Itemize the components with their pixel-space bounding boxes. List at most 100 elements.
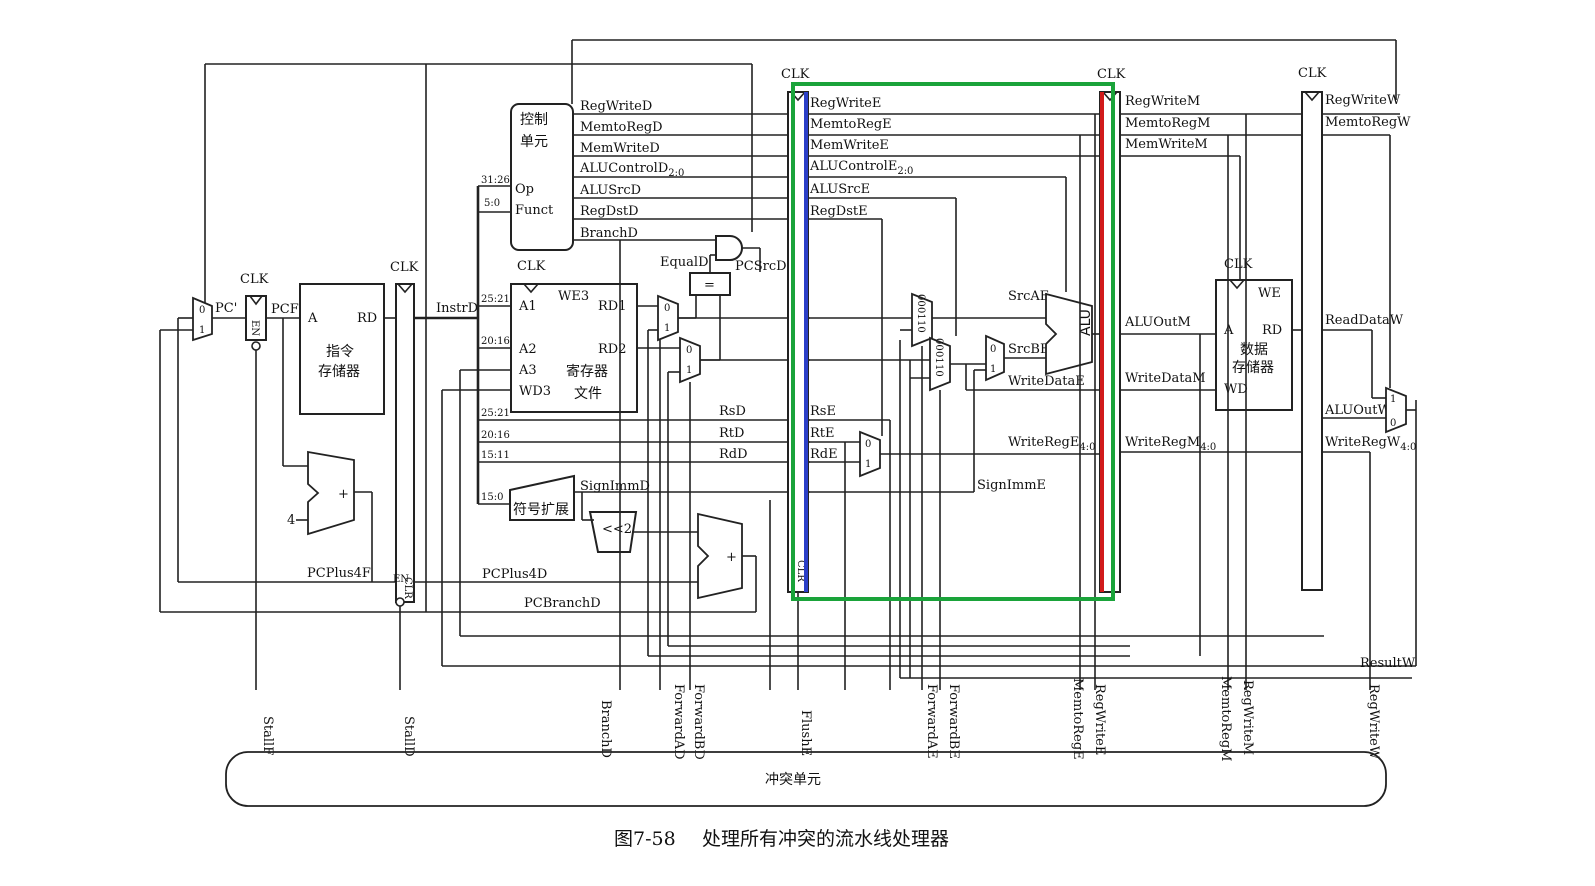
alu-label: ALU	[1078, 309, 1094, 336]
sig-branchd: BranchD	[580, 226, 638, 241]
hz-stallf: StallF	[260, 716, 275, 755]
rf-a3: A3	[518, 363, 537, 378]
instruction-memory	[299, 283, 385, 415]
srcbe-label: SrcBE	[1008, 342, 1049, 357]
sig-regwritem: RegWriteM	[1125, 94, 1200, 109]
fae-00: 00	[915, 294, 926, 307]
pcplus4-adder	[307, 450, 355, 536]
sig-memwrited: MemWriteD	[580, 141, 660, 156]
bits-funct: 5:0	[484, 198, 500, 209]
readdataw-label: ReadDataW	[1325, 313, 1404, 328]
pc-mux-1: 1	[199, 325, 205, 336]
sig-regwrited: RegWriteD	[580, 99, 652, 114]
hz-regwritee: RegWriteE	[1092, 684, 1107, 755]
writeregm-label: WriteRegM4:0	[1125, 435, 1216, 453]
hz-flushe: FlushE	[798, 710, 813, 756]
imem-label-2: 存储器	[318, 364, 360, 380]
control-signals-d: RegWriteD MemtoRegD MemWriteD ALUControl…	[573, 99, 788, 241]
pcbranchd-label: PCBranchD	[524, 596, 601, 611]
control-unit-label-2: 单元	[520, 134, 548, 150]
pc-en-label: EN	[249, 320, 260, 336]
alusrc-mux-0: 0	[990, 344, 996, 355]
writedatam-label: WriteDataM	[1125, 371, 1206, 386]
imem-label-1: 指令	[326, 344, 354, 360]
const-4: 4	[287, 513, 295, 528]
rdd-label: RdD	[719, 447, 748, 462]
hz-regwritew: RegWriteW	[1366, 684, 1381, 760]
resultw-label: ResultW	[1360, 656, 1416, 671]
signimme-label: SignImmE	[977, 478, 1046, 493]
fad-mux-1: 1	[664, 323, 670, 334]
forward-be-mux	[929, 336, 951, 392]
alusrc-mux	[985, 334, 1005, 382]
regdst-mux-1: 1	[865, 459, 871, 470]
rse-label: RsE	[810, 404, 836, 419]
sign-extend	[509, 474, 575, 521]
pc-adder-plus: +	[338, 487, 349, 502]
hz-regwritem: RegWriteM	[1240, 680, 1255, 755]
sig-memwritee: MemWriteE	[810, 138, 889, 153]
sig-memtorege: MemtoRegE	[810, 117, 892, 132]
fd-clk-label: CLK	[390, 260, 419, 275]
sig-memtoregw: MemtoRegW	[1325, 115, 1411, 130]
fbe-10: 10	[933, 364, 944, 377]
branch-and-gate	[715, 235, 743, 261]
hz-stalld: StallD	[401, 716, 416, 757]
hazard-unit	[225, 751, 1387, 807]
aluoutm-label: ALUOutM	[1124, 315, 1191, 330]
sign-extend-label: 符号扩展	[513, 502, 569, 518]
rsd-label: RsD	[719, 404, 746, 419]
bits-20-16-top: 20:16	[481, 336, 510, 347]
fd-pipeline-register	[395, 283, 415, 603]
rf-rd1: RD1	[598, 299, 626, 314]
rf-a1: A1	[518, 299, 537, 314]
pc-clk-label: CLK	[240, 272, 269, 287]
forward-bd-mux	[679, 336, 701, 384]
rf-a2: A2	[518, 342, 537, 357]
pcplus4d-label: PCPlus4D	[482, 567, 547, 582]
alusrc-mux-1: 1	[990, 364, 996, 375]
rte-label: RtE	[810, 426, 835, 441]
regfile-label-1: 寄存器	[566, 363, 608, 380]
fad-mux-0: 0	[664, 303, 670, 314]
fbd-mux-1: 1	[686, 365, 692, 376]
shift-label: <<2	[602, 522, 632, 537]
hz-forwardbe: ForwardBE	[946, 684, 961, 759]
rf-rd2: RD2	[598, 342, 626, 357]
pc-prime-label: PC'	[215, 301, 237, 316]
control-signals-w: RegWriteW MemtoRegW	[1322, 93, 1411, 136]
hz-forwardbd: ForwardBD	[691, 684, 706, 760]
sig-memwritem: MemWriteM	[1125, 137, 1208, 152]
em-clk-label: CLK	[1097, 67, 1126, 82]
sig-regdste: RegDstE	[810, 204, 868, 219]
sig-regwritew: RegWriteW	[1325, 93, 1401, 108]
bits-25-21-top: 25:21	[481, 294, 510, 305]
bits-25-21: 25:21	[481, 408, 510, 419]
hz-memtoregm: MemtoRegM	[1218, 676, 1233, 762]
hz-forwardad: ForwardAD	[671, 684, 686, 760]
pc-mux-0: 0	[199, 305, 205, 316]
dmem-label-1: 数据	[1240, 342, 1268, 358]
rde-label: RdE	[810, 447, 838, 462]
de-clk-label: CLK	[781, 67, 810, 82]
hazard-unit-label: 冲突单元	[765, 772, 821, 788]
bits-op: 31:26	[481, 175, 510, 186]
hazard-wires	[255, 114, 1247, 690]
hz-memtorege: MemtoRegE	[1070, 678, 1085, 760]
control-funct: Funct	[515, 203, 554, 218]
equal-symbol: =	[704, 278, 715, 293]
rf-clk-label: CLK	[517, 259, 546, 274]
hz-branchd: BranchD	[598, 700, 613, 758]
pcplus4f-label: PCPlus4F	[307, 566, 371, 581]
fd-clr-label: CLR	[402, 577, 413, 599]
sig-alusrcd: ALUSrcD	[579, 183, 641, 198]
control-op: Op	[515, 182, 534, 197]
signimmd-label: SignImmD	[580, 479, 650, 494]
execute-stage-highlight-box	[791, 82, 1115, 601]
memtoreg-mux-0: 0	[1390, 418, 1396, 429]
pc-en-bubble	[251, 341, 261, 351]
hazard-signal-labels: StallF StallD BranchD ForwardAD ForwardB…	[260, 676, 1381, 762]
control-unit-label-1: 控制	[520, 112, 548, 128]
mw-pipeline-register	[1301, 91, 1323, 591]
